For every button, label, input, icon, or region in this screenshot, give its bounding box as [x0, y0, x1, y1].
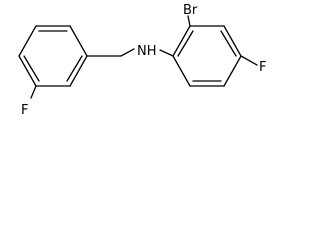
bond-c-f-left [30, 85, 37, 99]
bromofluorophenyl-ring [172, 25, 242, 87]
fluorobenzyl-ring [18, 25, 88, 87]
bond-c-f-right [240, 55, 258, 66]
double-bond [220, 30, 237, 57]
atom-nh: NH [137, 44, 157, 59]
bond-ch2-n [120, 48, 135, 57]
bond-c-br [187, 15, 191, 27]
molecule-drawing: F NH Br F [18, 3, 266, 118]
chemical-structure-diagram: F NH Br F [18, 3, 266, 118]
bond [223, 25, 242, 57]
bond [69, 25, 88, 57]
bond [172, 55, 191, 87]
atom-f-left: F [21, 103, 28, 118]
bond [18, 55, 37, 87]
double-bond [66, 55, 83, 82]
bond [69, 55, 88, 87]
double-bond [177, 30, 194, 57]
bond-n-ring [159, 49, 174, 57]
double-bond [23, 55, 40, 82]
bond [223, 55, 242, 87]
bond [172, 25, 191, 57]
atom-f-right: F [259, 60, 266, 75]
atom-br: Br [183, 3, 198, 18]
bond [18, 25, 37, 57]
